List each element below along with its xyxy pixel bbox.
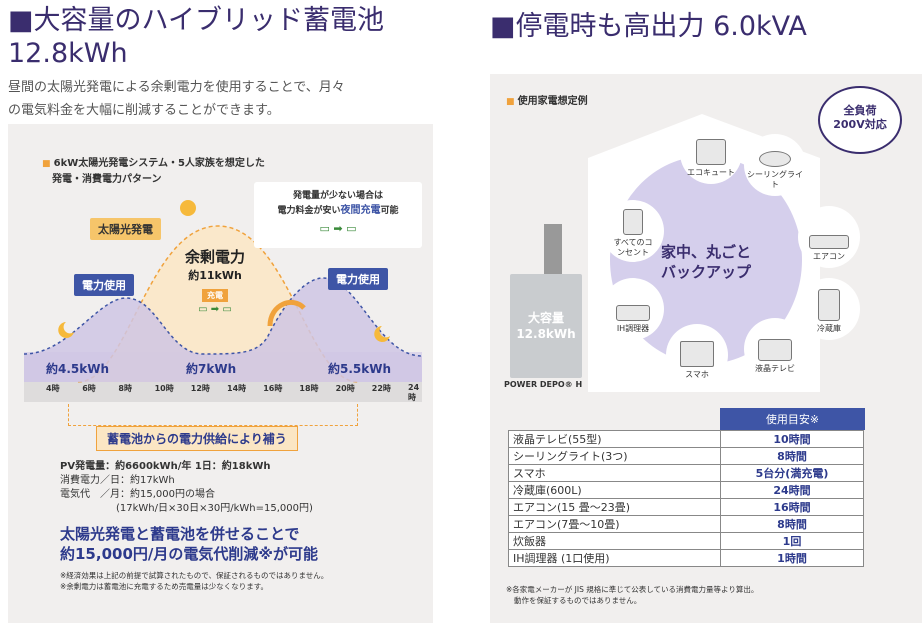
table-row: IH調理器 (1口使用)1時間 <box>508 549 864 567</box>
fridge-icon <box>818 289 840 321</box>
tv-icon <box>758 339 792 361</box>
backup-panel: ■ 使用家電想定例 全負荷 200V対応 家中、丸ごと バックアップ 大容量 1… <box>490 74 922 623</box>
backup-center-text: 家中、丸ごと バックアップ <box>660 243 751 281</box>
left-lead: 昼間の太陽光発電による余剰電力を使用することで、月々 の電気料金を大幅に削減する… <box>8 80 345 118</box>
x-tick-label: 20時 <box>335 384 355 393</box>
solar-label: 太陽光発電 <box>90 218 161 240</box>
sun-icon <box>180 200 196 216</box>
usage-area <box>24 278 422 382</box>
appliance-cell: スマホ <box>508 464 721 482</box>
x-tick-label: 18時 <box>299 384 319 393</box>
duration-cell: 10時間 <box>720 430 864 448</box>
value-annotation-night: 約4.5kWh <box>46 362 110 376</box>
appliance-cell: 冷蔵庫(600L) <box>508 481 721 499</box>
appliance-cell: 炊飯器 <box>508 532 721 550</box>
table-row: エアコン(15 畳〜23畳)16時間 <box>508 498 864 516</box>
appliance-ceiling-light: シーリングライト <box>744 134 806 196</box>
surplus-block: 余剰電力 約11kWh 充電 ▭ ➡ ▭ <box>170 246 260 315</box>
x-tick-label: 24時 <box>408 383 420 402</box>
x-tick-label: 12時 <box>190 384 210 393</box>
appliance-cell: エアコン(7畳〜10畳) <box>508 515 721 533</box>
appliance-cell: 液晶テレビ(55型) <box>508 430 721 448</box>
duration-cell: 5台分(満充電) <box>720 464 864 482</box>
x-tick-label: 10時 <box>154 384 174 393</box>
table-header: 使用目安※ <box>720 408 865 430</box>
assumption-text: PV発電量：約6600kWh/年 1日：約18kWh 消費電力／日：約17kWh… <box>60 461 313 514</box>
ceiling-light-icon <box>759 151 791 167</box>
table-row: 冷蔵庫(600L)24時間 <box>508 481 864 499</box>
smartphone-icon <box>680 341 714 367</box>
right-title: ■停電時も高出力 6.0kVA <box>490 11 807 42</box>
moon-icon <box>58 322 74 338</box>
duration-cell: 24時間 <box>720 481 864 499</box>
water-heater-icon <box>696 139 726 165</box>
appliance-ecocute: エコキュート <box>680 122 742 184</box>
x-tick-label: 16時 <box>263 384 283 393</box>
table-row: 液晶テレビ(55型)10時間 <box>508 430 864 448</box>
power-pattern-panel: ■ 6kW太陽光発電システム・5人家族を想定した 発電・消費電力パターン 4時 6… <box>8 124 433 623</box>
power-pattern-chart <box>23 200 423 402</box>
x-tick-label: 8時 <box>118 384 132 393</box>
outlet-icon <box>623 209 643 235</box>
section-label: ■ 使用家電想定例 <box>506 96 588 107</box>
value-annotation-evening: 約5.5kWh <box>328 362 392 376</box>
table-row: シーリングライト(3つ)8時間 <box>508 447 864 465</box>
appliance-fridge: 冷蔵庫 <box>798 278 860 340</box>
night-charge-note: 発電量が少ない場合は 電力料金が安い夜間充電可能 ▭ ➡ ▭ <box>254 182 422 248</box>
duration-cell: 1時間 <box>720 549 864 567</box>
duration-cell: 8時間 <box>720 447 864 465</box>
appliance-smartphone: スマホ <box>666 324 728 386</box>
moon-icon <box>374 326 390 342</box>
table-row: エアコン(7畳〜10畳)8時間 <box>508 515 864 533</box>
appliance-tv: 液晶テレビ <box>744 318 806 380</box>
usage-label-right: 電力使用 <box>328 268 388 290</box>
x-tick-label: 4時 <box>46 384 60 393</box>
x-axis-labels: 4時 6時 8時 10時 12時 14時 16時 18時 20時 22時 24時 <box>24 383 422 402</box>
battery-capacity: 大容量 12.8kWh <box>516 311 576 341</box>
supply-label: 蓄電池からの電力供給により補う <box>96 426 298 451</box>
supply-bracket <box>68 404 358 426</box>
x-tick-label: 6時 <box>82 384 96 393</box>
product-name: POWER DEPO® H <box>504 380 583 389</box>
appliance-ih-cooker: IH調理器 <box>602 278 664 340</box>
chart-heading: ■ 6kW太陽光発電システム・5人家族を想定した 発電・消費電力パターン <box>42 158 265 185</box>
battery-unit <box>510 274 582 378</box>
battery-charge-icon: ▭ ➡ ▭ <box>198 304 232 315</box>
value-annotation-day: 約7kWh <box>186 362 237 376</box>
right-footnote: ※各家電メーカーが JIS 規格に準じて公表している消費電力量等より算出。 動作… <box>506 585 759 605</box>
left-title-capacity: 12.8kWh <box>8 38 128 69</box>
left-title: ■大容量のハイブリッド蓄電池 <box>8 5 384 36</box>
appliance-outlet: すべてのコンセント <box>602 200 664 262</box>
appliance-cell: エアコン(15 畳〜23畳) <box>508 498 721 516</box>
appliance-cell: IH調理器 (1口使用) <box>508 549 721 567</box>
usage-label-left: 電力使用 <box>74 274 134 296</box>
full-load-badge: 全負荷 200V対応 <box>818 86 902 154</box>
battery-charge-icon: ▭ ➡ ▭ <box>319 222 357 235</box>
air-conditioner-icon <box>809 235 849 249</box>
appliance-cell: シーリングライト(3つ) <box>508 447 721 465</box>
savings-headline: 太陽光発電と蓄電池を併せることで 約15,000円/月の電気代削減※が可能 <box>60 525 318 563</box>
duration-cell: 1回 <box>720 532 864 550</box>
duration-cell: 16時間 <box>720 498 864 516</box>
appliance-aircon: エアコン <box>798 206 860 268</box>
x-tick-label: 14時 <box>227 384 247 393</box>
left-footnotes: ※経済効果は上記の前提で試算されたもので、保証されるものではありません。 ※余剰… <box>60 571 329 591</box>
duration-cell: 8時間 <box>720 515 864 533</box>
discharge-arrow-icon <box>267 300 306 327</box>
x-tick-label: 22時 <box>371 384 391 393</box>
ih-cooker-icon <box>616 305 650 321</box>
